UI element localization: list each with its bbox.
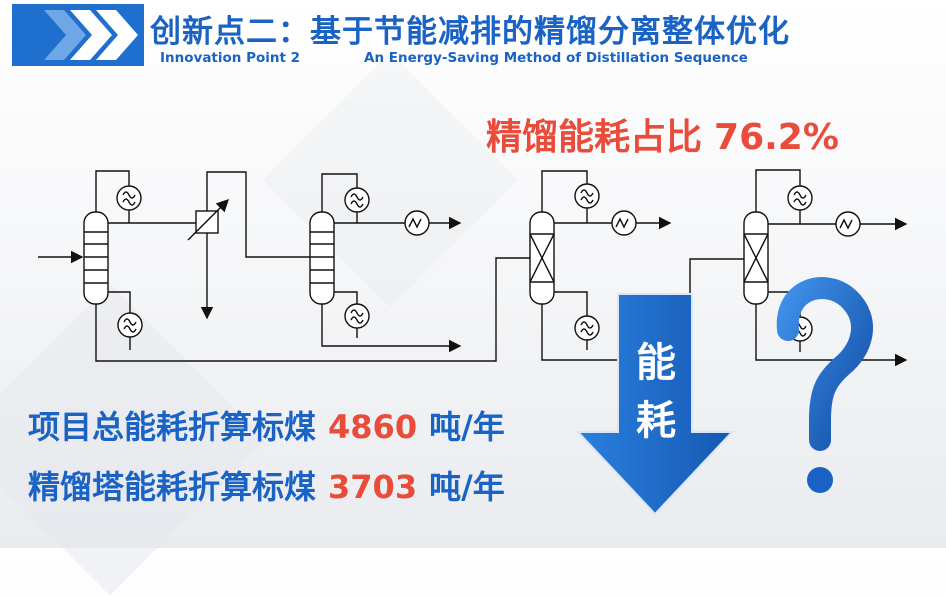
stat-label: 精馏塔能耗折算标煤	[28, 468, 317, 506]
cooler-icon	[835, 211, 861, 237]
reboiler-icon	[344, 303, 370, 329]
header: 创新点二：基于节能减排的精馏分离整体优化 Innovation Point 2 …	[0, 0, 946, 70]
down-arrow-icon	[575, 293, 735, 516]
column-icon	[529, 211, 555, 305]
process-flow-diagram	[38, 169, 908, 516]
stat-line-distillation: 精馏塔能耗折算标煤 3703 吨/年	[28, 462, 505, 508]
condenser-icon	[574, 183, 600, 209]
cooler-icon	[611, 210, 637, 236]
condenser-icon	[787, 185, 813, 211]
stat-unit: 吨/年	[429, 408, 505, 446]
condenser-icon	[116, 185, 142, 211]
arrow-char-1: 能	[636, 340, 676, 386]
chevron-banner	[12, 4, 144, 66]
condenser-icon	[344, 187, 370, 213]
reboiler-icon	[117, 312, 143, 338]
reboiler-icon	[574, 315, 600, 341]
stat-value: 4860	[328, 408, 418, 446]
arrow-char-2: 耗	[636, 398, 676, 444]
page-title: 创新点二：基于节能减排的精馏分离整体优化	[150, 14, 790, 50]
chevron-right-icon	[70, 10, 138, 60]
stat-unit: 吨/年	[429, 468, 505, 506]
stat-label: 项目总能耗折算标煤	[28, 408, 317, 446]
energy-ratio-label: 精馏能耗占比	[486, 117, 703, 158]
cooler-icon	[404, 210, 430, 236]
question-mark-icon	[776, 277, 873, 493]
energy-ratio-value: 76.2%	[714, 117, 839, 158]
subtitle-method: An Energy-Saving Method of Distillation …	[364, 50, 748, 66]
heat-exchanger-icon	[187, 199, 229, 241]
stat-line-total: 项目总能耗折算标煤 4860 吨/年	[28, 402, 505, 448]
energy-ratio: 精馏能耗占比 76.2%	[486, 108, 839, 160]
column-icon	[83, 211, 109, 305]
column-icon	[309, 211, 335, 305]
subtitle-innovation: Innovation Point 2	[160, 50, 301, 66]
stat-value: 3703	[328, 468, 418, 506]
column-icon	[743, 211, 769, 305]
